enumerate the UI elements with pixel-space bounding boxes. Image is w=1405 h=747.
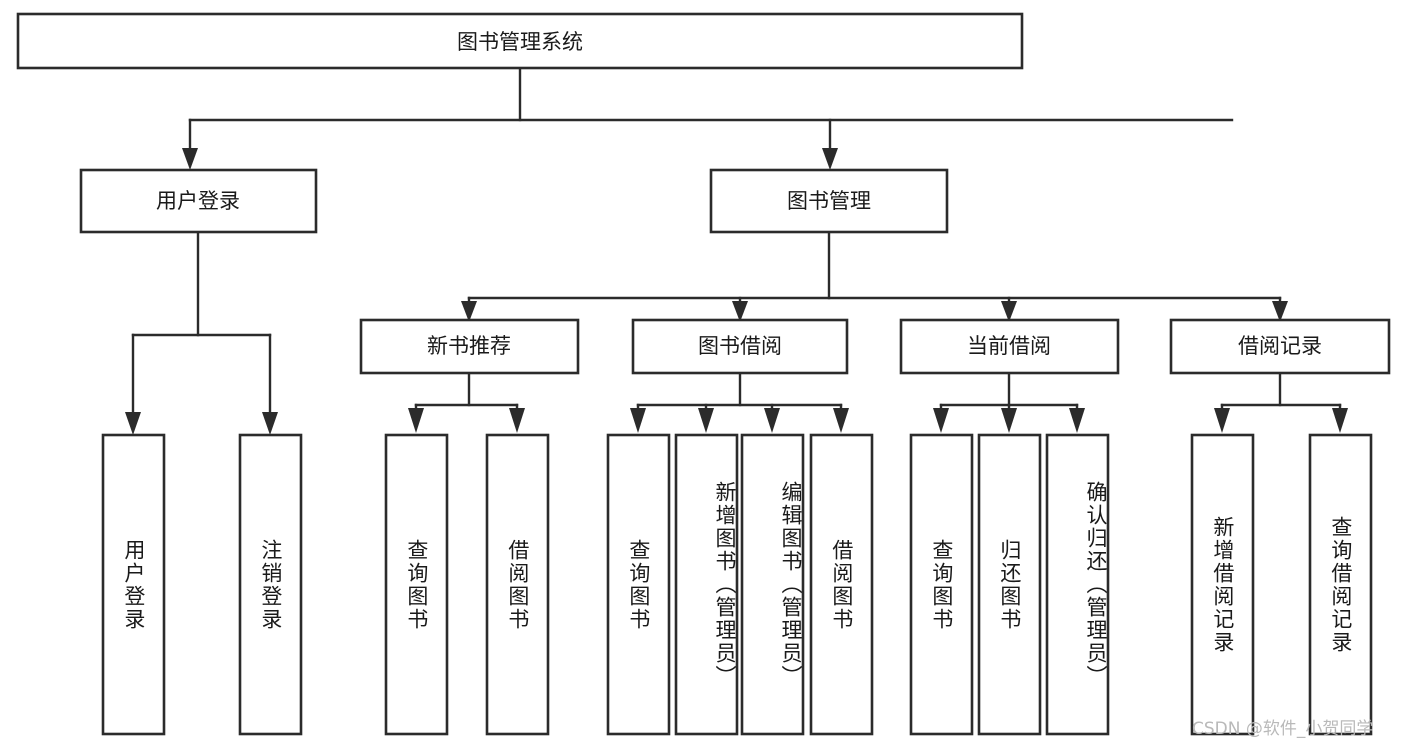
arrow-head-icon (461, 301, 477, 322)
arrow-head-icon (509, 408, 525, 433)
arrow-head-icon (262, 412, 278, 435)
connector-currentborrow-to-leaves (933, 371, 1085, 433)
node-borrow-record-label: 借阅记录 (1238, 334, 1322, 358)
arrow-head-icon (182, 148, 198, 170)
node-user-login-label: 用户登录 (156, 189, 240, 213)
connector-root-to-level2 (182, 66, 1234, 170)
arrow-head-icon (1069, 408, 1085, 433)
node-leaf-add-record[interactable] (1190, 433, 1255, 736)
node-new-book-rec-label: 新书推荐 (427, 334, 511, 358)
arrow-head-icon (1272, 301, 1288, 322)
node-borrow-record[interactable]: 借阅记录 (1169, 318, 1391, 375)
arrow-head-icon (764, 408, 780, 433)
node-leaf-query-book-3[interactable] (909, 433, 974, 736)
arrow-head-icon (822, 148, 838, 170)
arrow-head-icon (933, 408, 949, 433)
node-leaf-borrow-book-1[interactable] (485, 433, 550, 736)
csdn-watermark: CSDN @软件_小贺同学 (1192, 719, 1374, 739)
connector-bookborrow-to-leaves (630, 371, 849, 433)
node-current-borrow[interactable]: 当前借阅 (899, 318, 1120, 375)
connector-bookmanage-to-level3 (461, 230, 1288, 322)
node-leaf-return-book[interactable] (977, 433, 1042, 736)
arrow-head-icon (125, 412, 141, 435)
node-leaf-query-book-2[interactable] (606, 433, 671, 736)
connector-userlogin-to-leaves (125, 230, 278, 435)
connector-borrowrecord-to-leaves (1214, 371, 1348, 433)
node-leaf-borrow-book-2[interactable] (809, 433, 874, 736)
node-leaf-user-login[interactable] (101, 433, 166, 736)
arrow-head-icon (1214, 408, 1230, 433)
node-user-login[interactable]: 用户登录 (79, 168, 318, 234)
node-book-manage-label: 图书管理 (787, 189, 871, 213)
node-book-borrow-label: 图书借阅 (698, 334, 782, 358)
arrow-head-icon (732, 301, 748, 322)
node-leaf-edit-book[interactable] (740, 433, 805, 736)
arrow-head-icon (408, 408, 424, 433)
arrow-head-icon (630, 408, 646, 433)
arrow-head-icon (1001, 301, 1017, 322)
node-leaf-query-record[interactable] (1308, 433, 1373, 736)
node-book-manage[interactable]: 图书管理 (709, 168, 949, 234)
node-leaf-confirm-return[interactable] (1045, 433, 1110, 736)
arrow-head-icon (1001, 408, 1017, 433)
node-leaf-logout[interactable] (238, 433, 303, 736)
node-root[interactable]: 图书管理系统 (16, 12, 1024, 70)
arrow-head-icon (1332, 408, 1348, 433)
node-root-label: 图书管理系统 (457, 30, 583, 54)
connector-newbook-to-leaves (408, 371, 525, 433)
arrow-head-icon (833, 408, 849, 433)
node-leaf-add-book[interactable] (674, 433, 739, 736)
node-new-book-rec[interactable]: 新书推荐 (359, 318, 580, 375)
node-current-borrow-label: 当前借阅 (967, 334, 1051, 358)
node-leaf-query-book-1[interactable] (384, 433, 449, 736)
arrow-head-icon (698, 408, 714, 433)
node-book-borrow[interactable]: 图书借阅 (631, 318, 849, 375)
